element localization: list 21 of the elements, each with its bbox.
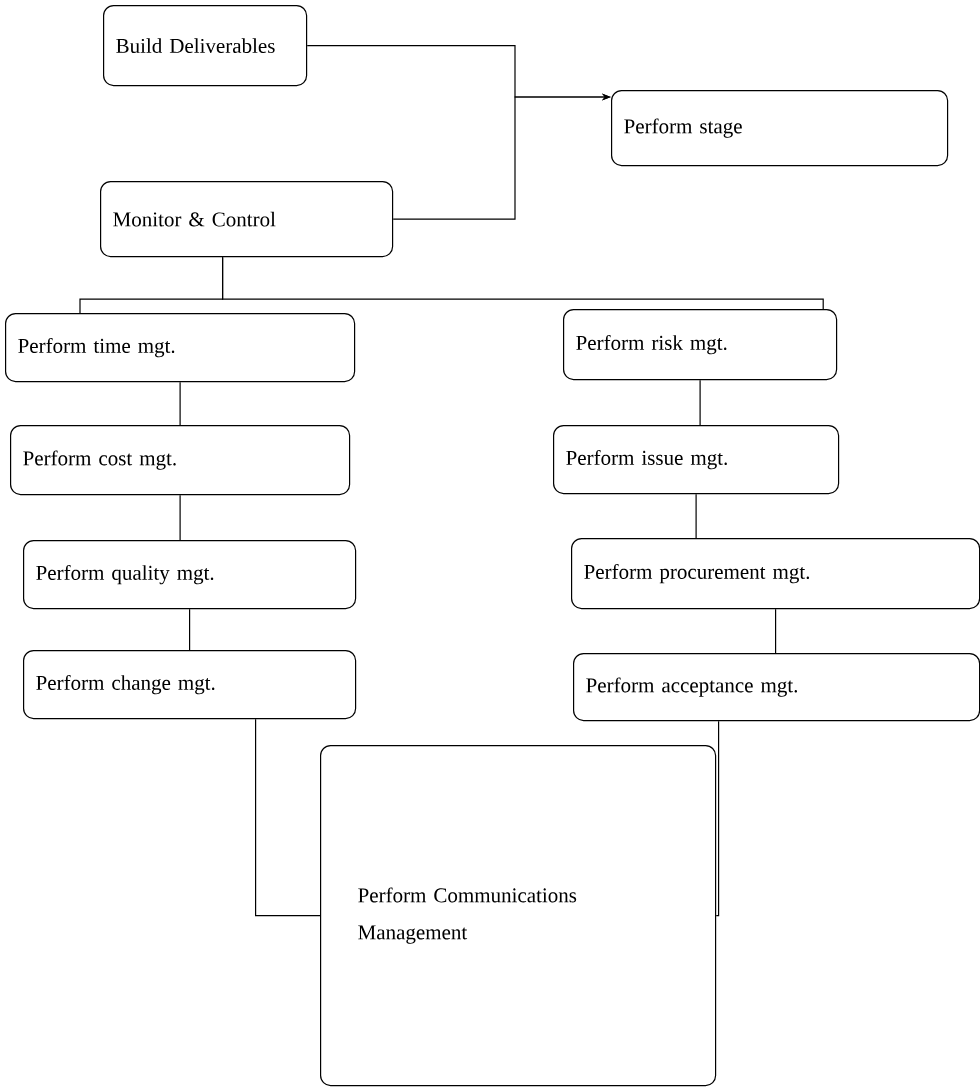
process-box: Perform stage [611,90,949,167]
process-box: Perform Communications Management [320,745,717,1087]
process-box: Perform procurement mgt. [571,538,980,610]
connector [775,608,777,654]
connector [255,718,321,917]
process-box: Perform issue mgt. [553,425,840,495]
connector [179,381,181,426]
connector [715,720,720,917]
connector [695,493,697,539]
process-box: Perform acceptance mgt. [573,653,980,722]
process-box: Perform quality mgt. [23,540,357,610]
process-box: Perform change mgt. [23,650,357,720]
connector [699,379,701,426]
process-box: Perform cost mgt. [10,425,351,496]
connector [179,494,181,541]
process-box: Perform time mgt. [5,313,356,383]
connector [222,256,824,310]
connector [189,608,191,651]
process-box: Build Deliverables [103,5,308,87]
process-box: Monitor & Control [100,181,394,258]
process-box: Perform risk mgt. [563,309,838,381]
